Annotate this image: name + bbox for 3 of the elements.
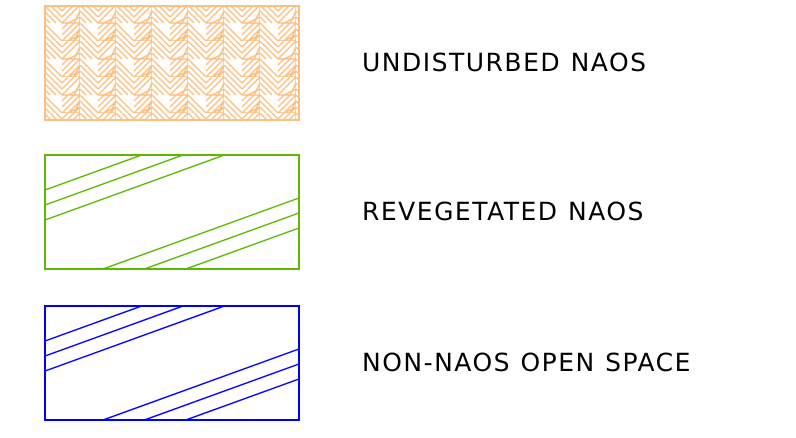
legend-label: NON-NAOS OPEN SPACE [362,348,692,378]
legend-label: REVEGETATED NAOS [362,197,645,227]
legend-label: UNDISTURBED NAOS [362,48,648,78]
